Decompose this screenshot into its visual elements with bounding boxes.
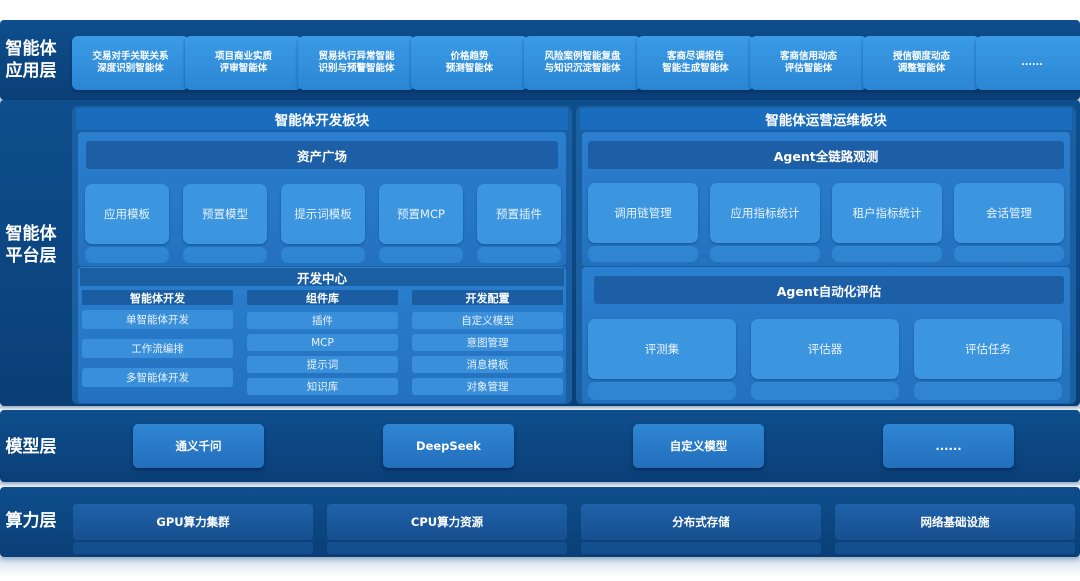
- evaluate-card[interactable]: 评估任务: [914, 319, 1062, 379]
- compute-item[interactable]: CPU算力资源: [327, 504, 567, 540]
- dev-column-title: 组件库: [247, 290, 398, 305]
- platform-layer-label: 智能体 平台层: [5, 224, 57, 266]
- dev-item[interactable]: 工作流编排: [82, 339, 233, 358]
- ops-block-title: 智能体运营运维板块: [580, 108, 1072, 130]
- dev-item[interactable]: 意图管理: [412, 334, 563, 351]
- asset-card-reflection: [477, 247, 561, 263]
- dev-item[interactable]: 多智能体开发: [82, 368, 233, 387]
- asset-card-reflection: [379, 247, 463, 263]
- dev-item[interactable]: 单智能体开发: [82, 310, 233, 329]
- observe-card-reflection: [710, 246, 820, 262]
- asset-card[interactable]: 应用模板: [85, 184, 169, 244]
- dev-item[interactable]: 插件: [247, 312, 398, 329]
- dev-item[interactable]: 对象管理: [412, 378, 563, 395]
- evaluate-card-reflection: [588, 382, 736, 400]
- compute-item-reflection: [581, 542, 821, 554]
- app-tile[interactable]: 交易对手关联关系 深度识别智能体: [72, 36, 189, 90]
- observe-card[interactable]: 会话管理: [954, 183, 1064, 243]
- observe-card-reflection: [588, 246, 698, 262]
- asset-card[interactable]: 提示词模板: [281, 184, 365, 244]
- compute-item-reflection: [327, 542, 567, 554]
- dev-item[interactable]: 自定义模型: [412, 312, 563, 329]
- model-layer-label: 模型层: [5, 437, 57, 457]
- compute-layer-label: 算力层: [5, 511, 57, 531]
- observe-card[interactable]: 应用指标统计: [710, 183, 820, 243]
- app-tile[interactable]: ......: [976, 36, 1080, 90]
- app-tile[interactable]: 客商尽调报告 智能生成智能体: [637, 36, 754, 90]
- app-tile[interactable]: 授信额度动态 调整智能体: [863, 36, 980, 90]
- compute-item[interactable]: GPU算力集群: [73, 504, 313, 540]
- evaluate-title: Agent自动化评估: [594, 276, 1064, 304]
- asset-card[interactable]: 预置MCP: [379, 184, 463, 244]
- asset-card-reflection: [183, 247, 267, 263]
- evaluate-card-reflection: [914, 382, 1062, 400]
- dev-item[interactable]: 知识库: [247, 378, 398, 395]
- app-tile[interactable]: 项目商业实质 评审智能体: [185, 36, 302, 90]
- evaluate-card[interactable]: 评测集: [588, 319, 736, 379]
- observe-card-reflection: [954, 246, 1064, 262]
- observe-title: Agent全链路观测: [588, 141, 1064, 169]
- asset-card-reflection: [85, 247, 169, 263]
- evaluate-card[interactable]: 评估器: [751, 319, 899, 379]
- asset-card[interactable]: 预置模型: [183, 184, 267, 244]
- evaluate-card-reflection: [751, 382, 899, 400]
- asset-card[interactable]: 预置插件: [477, 184, 561, 244]
- asset-square-title: 资产广场: [86, 141, 558, 169]
- asset-card-reflection: [281, 247, 365, 263]
- dev-item[interactable]: 提示词: [247, 356, 398, 373]
- compute-item[interactable]: 网络基础设施: [835, 504, 1075, 540]
- dev-column-title: 开发配置: [412, 290, 563, 305]
- model-item[interactable]: DeepSeek: [383, 424, 514, 468]
- compute-item-reflection: [73, 542, 313, 554]
- dev-center-title: 开发中心: [80, 268, 564, 286]
- compute-item-reflection: [835, 542, 1075, 554]
- model-item[interactable]: 自定义模型: [633, 424, 764, 468]
- model-item[interactable]: ......: [883, 424, 1014, 468]
- dev-item[interactable]: MCP: [247, 334, 398, 351]
- compute-item[interactable]: 分布式存储: [581, 504, 821, 540]
- observe-card[interactable]: 租户指标统计: [832, 183, 942, 243]
- dev-block-title: 智能体开发板块: [76, 108, 568, 130]
- app-layer-label: 智能体 应用层: [5, 39, 57, 81]
- model-item[interactable]: 通义千问: [133, 424, 264, 468]
- observe-card[interactable]: 调用链管理: [588, 183, 698, 243]
- app-tile[interactable]: 价格趋势 预测智能体: [411, 36, 528, 90]
- observe-card-reflection: [832, 246, 942, 262]
- dev-column-title: 智能体开发: [82, 290, 233, 305]
- dev-item[interactable]: 消息模板: [412, 356, 563, 373]
- app-tile[interactable]: 客商信用动态 评估智能体: [750, 36, 867, 90]
- app-tile[interactable]: 贸易执行异常智能 识别与预警智能体: [298, 36, 415, 90]
- app-tile[interactable]: 风险案例智能复盘 与知识沉淀智能体: [524, 36, 641, 90]
